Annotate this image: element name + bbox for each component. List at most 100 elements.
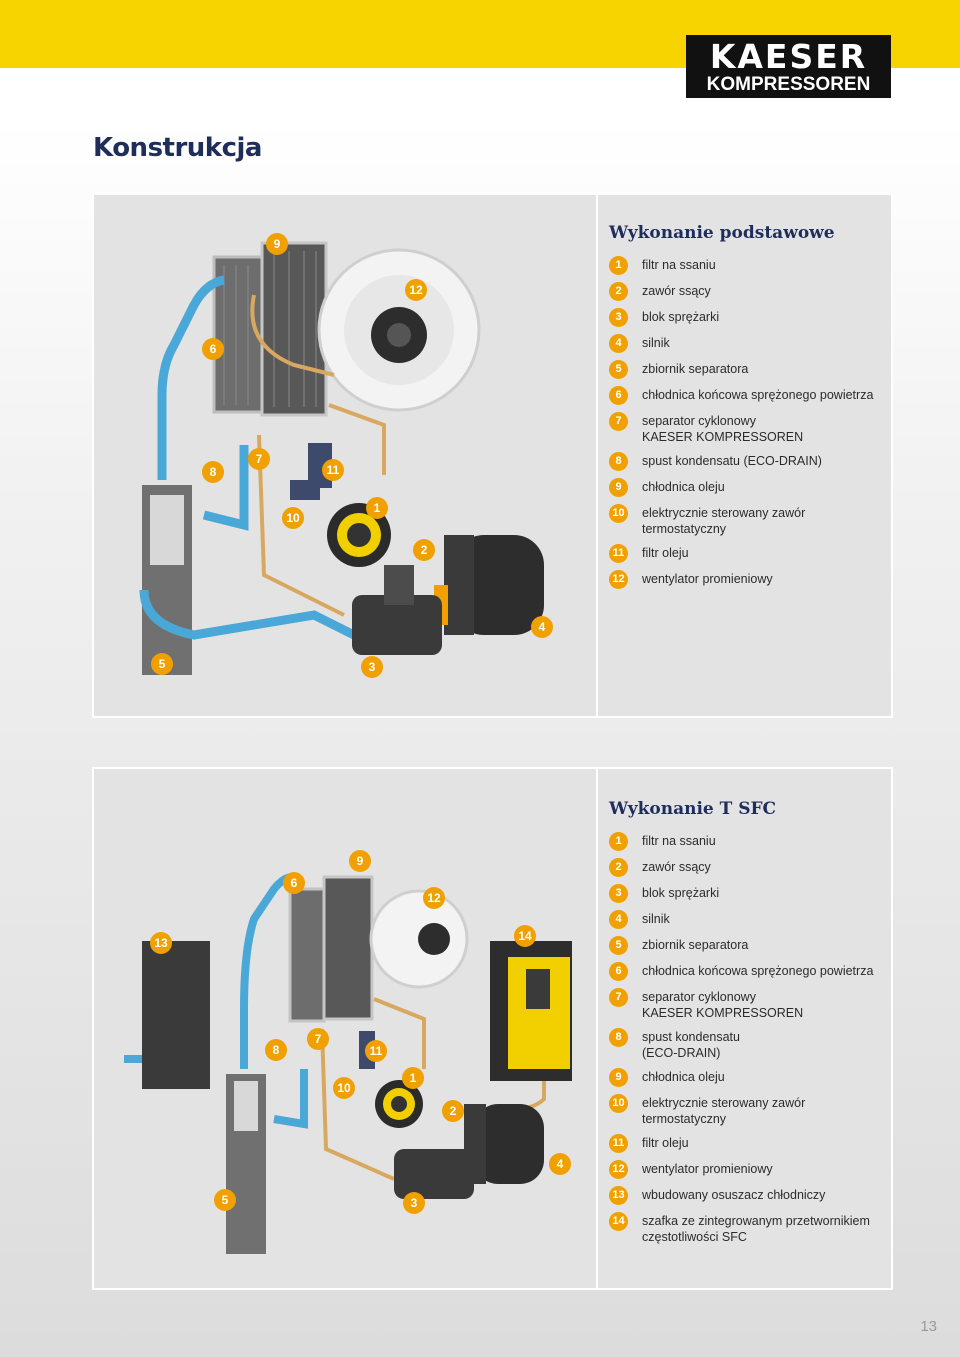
kaeser-logo: KAESER KOMPRESSOREN xyxy=(686,35,891,98)
legend-number-badge: 4 xyxy=(609,910,628,929)
diagram-callout: 13 xyxy=(150,932,172,954)
basic-legend-list: 1 filtr na ssaniu 2 zawór ssący 3 blok spręża… xyxy=(609,256,889,589)
diagram-callout: 5 xyxy=(151,653,173,675)
legend-item-label: spust kondensatu (ECO-DRAIN) xyxy=(642,1030,740,1060)
legend-number-badge: 5 xyxy=(609,360,628,379)
legend-number-badge: 7 xyxy=(609,412,628,431)
legend-item: 7 separator cyklonowy KAESER KOMPRESSOREN xyxy=(609,412,889,445)
legend-item: 1 filtr na ssaniu xyxy=(609,832,891,851)
legend-item: 5 zbiornik separatora xyxy=(609,936,891,955)
tsfc-compressor-diagram xyxy=(124,873,572,1254)
legend-number-badge: 9 xyxy=(609,478,628,497)
diagram-callout: 2 xyxy=(442,1100,464,1122)
legend-item-label: wentylator promieniowy xyxy=(642,572,773,586)
legend-item-label: filtr na ssaniu xyxy=(642,258,716,272)
legend-item: 1 filtr na ssaniu xyxy=(609,256,889,275)
legend-item: 8 spust kondensatu (ECO-DRAIN) xyxy=(609,1028,891,1061)
legend-number-badge: 3 xyxy=(609,884,628,903)
legend-number-badge: 12 xyxy=(609,570,628,589)
legend-number-badge: 12 xyxy=(609,1160,628,1179)
diagram-callout: 6 xyxy=(283,872,305,894)
legend-item-label: elektrycznie sterowany zawór termostatyc… xyxy=(642,506,806,536)
page-number: 13 xyxy=(920,1318,937,1335)
legend-item-label: wentylator promieniowy xyxy=(642,1162,773,1176)
legend-item-label: zawór ssący xyxy=(642,860,711,874)
legend-item: 2 zawór ssący xyxy=(609,858,891,877)
diagram-callout: 7 xyxy=(248,448,270,470)
legend-item-label: chłodnica oleju xyxy=(642,1070,725,1084)
diagram-callout: 6 xyxy=(202,338,224,360)
legend-item-label: silnik xyxy=(642,336,670,350)
legend-item-label: separator cyklonowy KAESER KOMPRESSOREN xyxy=(642,990,804,1020)
legend-item-label: filtr oleju xyxy=(642,1136,689,1150)
legend-number-badge: 5 xyxy=(609,936,628,955)
legend-item: 13 wbudowany osuszacz chłodniczy xyxy=(609,1186,891,1205)
legend-number-badge: 4 xyxy=(609,334,628,353)
diagram-callout: 8 xyxy=(202,461,224,483)
basic-legend: Wykonanie podstawowe 1 filtr na ssaniu 2 za… xyxy=(609,223,889,597)
diagram-callout: 11 xyxy=(365,1040,387,1062)
legend-number-badge: 2 xyxy=(609,282,628,301)
diagram-callout: 12 xyxy=(423,887,445,909)
diagram-callout: 14 xyxy=(514,925,536,947)
tsfc-legend-heading: Wykonanie T SFC xyxy=(609,799,777,819)
tsfc-legend-list: 1 filtr na ssaniu 2 zawór ssący 3 blok spręża… xyxy=(609,832,891,1245)
legend-item-label: zbiornik separatora xyxy=(642,938,749,952)
legend-item: 14 szafka ze zintegrowanym przetwornikiem… xyxy=(609,1212,891,1245)
basic-compressor-diagram xyxy=(139,241,544,675)
legend-item: 2 zawór ssący xyxy=(609,282,889,301)
page-title: Konstrukcja xyxy=(93,133,262,163)
legend-number-badge: 1 xyxy=(609,832,628,851)
logo-brand-line1: KAESER xyxy=(709,37,868,76)
diagram-callout: 4 xyxy=(549,1153,571,1175)
legend-item-label: filtr na ssaniu xyxy=(642,834,716,848)
legend-item-label: wbudowany osuszacz chłodniczy xyxy=(642,1188,826,1202)
diagram-callout: 2 xyxy=(413,539,435,561)
legend-item-label: zawór ssący xyxy=(642,284,711,298)
diagram-callout: 12 xyxy=(405,279,427,301)
diagram-callout: 9 xyxy=(266,233,288,255)
panel-divider xyxy=(596,769,598,1288)
legend-number-badge: 14 xyxy=(609,1212,628,1231)
legend-item: 3 blok sprężarki xyxy=(609,884,891,903)
diagram-callout: 8 xyxy=(265,1039,287,1061)
legend-number-badge: 1 xyxy=(609,256,628,275)
legend-number-badge: 8 xyxy=(609,1028,628,1047)
legend-item: 3 blok sprężarki xyxy=(609,308,889,327)
diagram-callout: 3 xyxy=(403,1192,425,1214)
legend-item-label: szafka ze zintegrowanym przetwornikiem c… xyxy=(642,1214,870,1244)
legend-item-label: blok sprężarki xyxy=(642,886,720,900)
basic-legend-heading: Wykonanie podstawowe xyxy=(609,223,835,243)
diagram-callout: 10 xyxy=(282,507,304,529)
legend-number-badge: 11 xyxy=(609,544,628,563)
diagram-callout: 3 xyxy=(361,656,383,678)
legend-number-badge: 8 xyxy=(609,452,628,471)
diagram-callout: 1 xyxy=(402,1067,424,1089)
legend-item-label: chłodnica końcowa sprężonego powietrza xyxy=(642,964,874,978)
diagram-callout: 4 xyxy=(531,616,553,638)
tsfc-legend: Wykonanie T SFC 1 filtr na ssaniu 2 zawór s… xyxy=(609,799,891,1253)
legend-item-label: chłodnica oleju xyxy=(642,480,725,494)
legend-item-label: silnik xyxy=(642,912,670,926)
legend-number-badge: 11 xyxy=(609,1134,628,1153)
diagram-callout: 11 xyxy=(322,459,344,481)
diagram-callout: 7 xyxy=(307,1028,329,1050)
legend-item-label: separator cyklonowy KAESER KOMPRESSOREN xyxy=(642,414,804,444)
legend-number-badge: 2 xyxy=(609,858,628,877)
diagram-callout: 5 xyxy=(214,1189,236,1211)
legend-item: 12 wentylator promieniowy xyxy=(609,570,889,589)
diagram-callout: 10 xyxy=(333,1077,355,1099)
legend-number-badge: 3 xyxy=(609,308,628,327)
tsfc-version-panel: 9 6 12 13 14 8 7 11 10 1 2 4 5 3 Wykonan… xyxy=(92,767,893,1290)
legend-item: 4 silnik xyxy=(609,334,889,353)
legend-item-label: blok sprężarki xyxy=(642,310,720,324)
legend-item: 12 wentylator promieniowy xyxy=(609,1160,891,1179)
legend-number-badge: 13 xyxy=(609,1186,628,1205)
